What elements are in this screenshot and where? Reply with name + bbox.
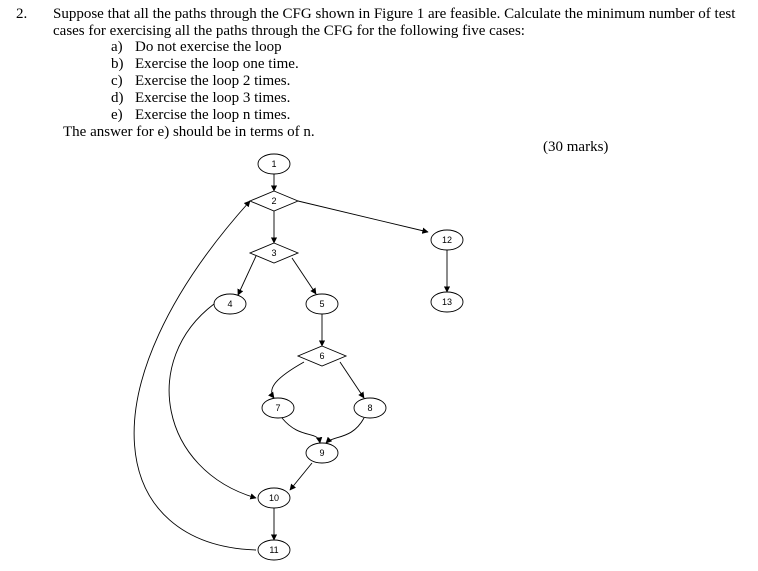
cfg-node-shape <box>305 293 339 315</box>
case-text: Exercise the loop 3 times. <box>135 90 291 106</box>
case-item: d) Exercise the loop 3 times. <box>111 90 299 107</box>
cfg-node-9: 9 <box>305 442 339 464</box>
answer-note: The answer for e) should be in terms of … <box>63 124 315 140</box>
cfg-node-shape <box>257 153 291 175</box>
cfg-node-label: 10 <box>269 493 279 503</box>
cfg-edge-6-8 <box>339 361 365 399</box>
cfg-node-7: 7 <box>261 397 295 419</box>
cfg-node-6: 6 <box>296 345 348 367</box>
cfg-node-2: 2 <box>248 190 300 212</box>
case-text: Exercise the loop 2 times. <box>135 73 291 89</box>
cfg-node-label: 2 <box>271 196 276 206</box>
cfg-edge-8-9 <box>325 417 365 444</box>
cfg-edge-7-9 <box>281 417 323 444</box>
cfg-edge-3-4 <box>237 255 257 296</box>
cfg-edge-3-5 <box>291 257 317 295</box>
cfg-edge-11-2 <box>133 200 257 551</box>
cfg-node-5: 5 <box>305 293 339 315</box>
case-label: e) <box>111 107 123 123</box>
cfg-node-label: 1 <box>271 159 276 169</box>
cfg-node-shape <box>261 397 295 419</box>
cfg-node-4: 4 <box>213 293 247 315</box>
cfg-node-10: 10 <box>257 487 291 509</box>
case-label: d) <box>111 90 124 106</box>
question-number: 2. <box>16 6 28 22</box>
cfg-edges <box>133 174 451 551</box>
case-label: b) <box>111 56 124 72</box>
cfg-edge-4-10 <box>168 303 257 500</box>
cfg-node-shape <box>213 293 247 315</box>
cfg-node-shape <box>248 190 300 212</box>
cfg-node-shape <box>257 487 291 509</box>
case-text: Do not exercise the loop <box>135 39 282 55</box>
cfg-node-label: 12 <box>442 235 452 245</box>
cfg-node-13: 13 <box>430 291 464 313</box>
cfg-node-3: 3 <box>248 242 300 264</box>
marks-label: (30 marks) <box>543 139 609 155</box>
cfg-edge-6-7 <box>268 361 305 399</box>
cfg-node-label: 4 <box>227 299 232 309</box>
cfg-node-label: 11 <box>269 545 278 555</box>
case-item: a) Do not exercise the loop <box>111 39 299 56</box>
cfg-edge-2-12 <box>297 200 429 234</box>
cfg-node-shape <box>296 345 348 367</box>
case-item: e) Exercise the loop n times. <box>111 107 299 124</box>
cfg-node-shape <box>305 442 339 464</box>
cfg-node-label: 7 <box>275 403 280 413</box>
cfg-node-1: 1 <box>257 153 291 175</box>
cfg-node-shape <box>257 539 291 561</box>
case-item: b) Exercise the loop one time. <box>111 56 299 73</box>
cfg-node-label: 13 <box>442 297 452 307</box>
cfg-edge-9-10 <box>289 462 313 491</box>
cfg-node-shape <box>430 229 464 251</box>
case-label: c) <box>111 73 123 89</box>
cfg-node-label: 3 <box>271 248 276 258</box>
cfg-node-label: 9 <box>319 448 324 458</box>
cfg-node-shape <box>353 397 387 419</box>
cfg-node-shape <box>248 242 300 264</box>
cfg-node-8: 8 <box>353 397 387 419</box>
cfg-node-12: 12 <box>430 229 464 251</box>
cfg-node-shape <box>430 291 464 313</box>
case-label: a) <box>111 39 123 55</box>
case-text: Exercise the loop n times. <box>135 107 291 123</box>
cfg-node-label: 5 <box>319 299 324 309</box>
question-text: Suppose that all the paths through the C… <box>53 6 736 39</box>
case-text: Exercise the loop one time. <box>135 56 299 72</box>
case-item: c) Exercise the loop 2 times. <box>111 73 299 90</box>
cfg-node-label: 8 <box>367 403 372 413</box>
cfg-node-label: 6 <box>319 351 324 361</box>
cfg-node-11: 11 <box>257 539 291 561</box>
case-list: a) Do not exercise the loop b) Exercise th… <box>111 39 299 124</box>
